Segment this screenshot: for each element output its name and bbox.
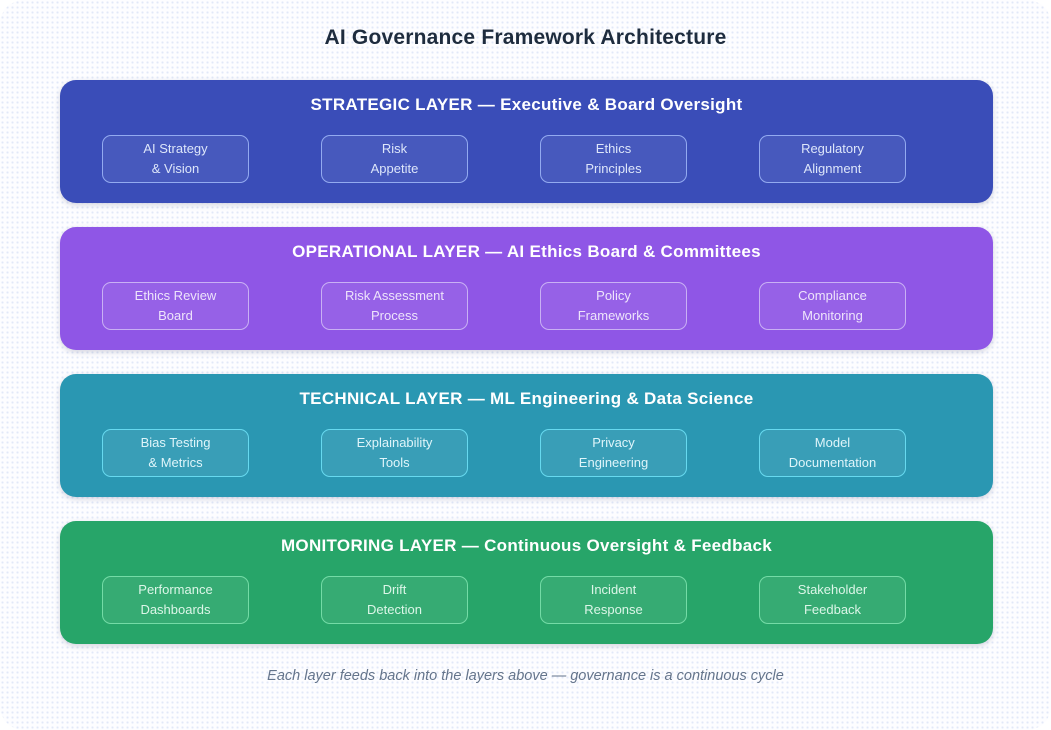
layer-operational-title: OPERATIONAL LAYER — AI Ethics Board & Co… xyxy=(292,242,761,261)
item-explainability-tools: Explainability Tools xyxy=(321,429,468,477)
item-drift-detection: Drift Detection xyxy=(321,576,468,624)
layer-strategic-items: AI Strategy & Vision Risk Appetite Ethic… xyxy=(60,135,993,183)
item-risk-appetite: Risk Appetite xyxy=(321,135,468,183)
item-label-line: Ethics xyxy=(595,140,632,156)
item-label-line: Engineering xyxy=(578,455,649,470)
footer-note: Each layer feeds back into the layers ab… xyxy=(267,668,784,684)
item-label-line: Ethics Review xyxy=(134,287,217,303)
item-label-line: Performance xyxy=(138,581,213,597)
item-label-line: Incident xyxy=(590,581,637,597)
item-label-line: Board xyxy=(158,308,193,323)
item-label-line: Regulatory xyxy=(801,140,864,156)
item-label-line: Alignment xyxy=(803,161,862,176)
item-label-line: & Metrics xyxy=(148,455,203,470)
layer-technical-items: Bias Testing & Metrics Explainability To… xyxy=(60,429,993,477)
item-label-line: Tools xyxy=(379,455,410,470)
item-label-line: Privacy xyxy=(592,434,635,450)
item-label-line: Detection xyxy=(367,602,422,617)
item-label-line: Process xyxy=(371,308,418,323)
item-privacy-engineering: Privacy Engineering xyxy=(540,429,687,477)
item-risk-assessment-process: Risk Assessment Process xyxy=(321,282,468,330)
item-label-line: Drift xyxy=(382,581,407,597)
item-label-line: Monitoring xyxy=(802,308,863,323)
item-label-line: Risk Assessment xyxy=(345,287,444,303)
item-label-line: Compliance xyxy=(798,287,867,303)
layer-monitoring-items: Performance Dashboards Drift Detection I… xyxy=(60,576,993,624)
item-label-line: Model xyxy=(814,434,851,450)
item-compliance-monitoring: Compliance Monitoring xyxy=(759,282,906,330)
item-label-line: Dashboards xyxy=(140,602,211,617)
layer-operational-items: Ethics Review Board Risk Assessment Proc… xyxy=(60,282,993,330)
item-model-documentation: Model Documentation xyxy=(759,429,906,477)
item-label-line: Stakeholder xyxy=(797,581,868,597)
item-label-line: Risk xyxy=(381,140,408,156)
item-label-line: Policy xyxy=(596,287,631,303)
layer-technical: TECHNICAL LAYER — ML Engineering & Data … xyxy=(60,374,993,497)
item-label-line: Explainability xyxy=(356,434,433,450)
item-label-line: Feedback xyxy=(803,602,862,617)
layer-monitoring-title: MONITORING LAYER — Continuous Oversight … xyxy=(280,536,773,555)
item-label-line: AI Strategy xyxy=(143,140,208,156)
layer-monitoring: MONITORING LAYER — Continuous Oversight … xyxy=(60,521,993,644)
item-ethics-principles: Ethics Principles xyxy=(540,135,687,183)
item-policy-frameworks: Policy Frameworks xyxy=(540,282,687,330)
item-label-line: Appetite xyxy=(370,161,419,176)
item-bias-testing-metrics: Bias Testing & Metrics xyxy=(102,429,249,477)
page-title: AI Governance Framework Architecture xyxy=(324,26,727,49)
item-label-line: Response xyxy=(584,602,643,617)
item-label-line: Bias Testing xyxy=(140,434,211,450)
layer-technical-title: TECHNICAL LAYER — ML Engineering & Data … xyxy=(299,389,754,408)
item-ai-strategy-vision: AI Strategy & Vision xyxy=(102,135,249,183)
layer-operational: OPERATIONAL LAYER — AI Ethics Board & Co… xyxy=(60,227,993,350)
item-stakeholder-feedback: Stakeholder Feedback xyxy=(759,576,906,624)
item-ethics-review-board: Ethics Review Board xyxy=(102,282,249,330)
item-label-line: Principles xyxy=(585,161,642,176)
layer-strategic-title: STRATEGIC LAYER — Executive & Board Over… xyxy=(310,95,743,114)
item-label-line: Frameworks xyxy=(577,308,650,323)
item-performance-dashboards: Performance Dashboards xyxy=(102,576,249,624)
item-regulatory-alignment: Regulatory Alignment xyxy=(759,135,906,183)
layer-stack: STRATEGIC LAYER — Executive & Board Over… xyxy=(0,80,1051,644)
item-incident-response: Incident Response xyxy=(540,576,687,624)
item-label-line: Documentation xyxy=(788,455,877,470)
layer-strategic: STRATEGIC LAYER — Executive & Board Over… xyxy=(60,80,993,203)
item-label-line: & Vision xyxy=(151,161,200,176)
